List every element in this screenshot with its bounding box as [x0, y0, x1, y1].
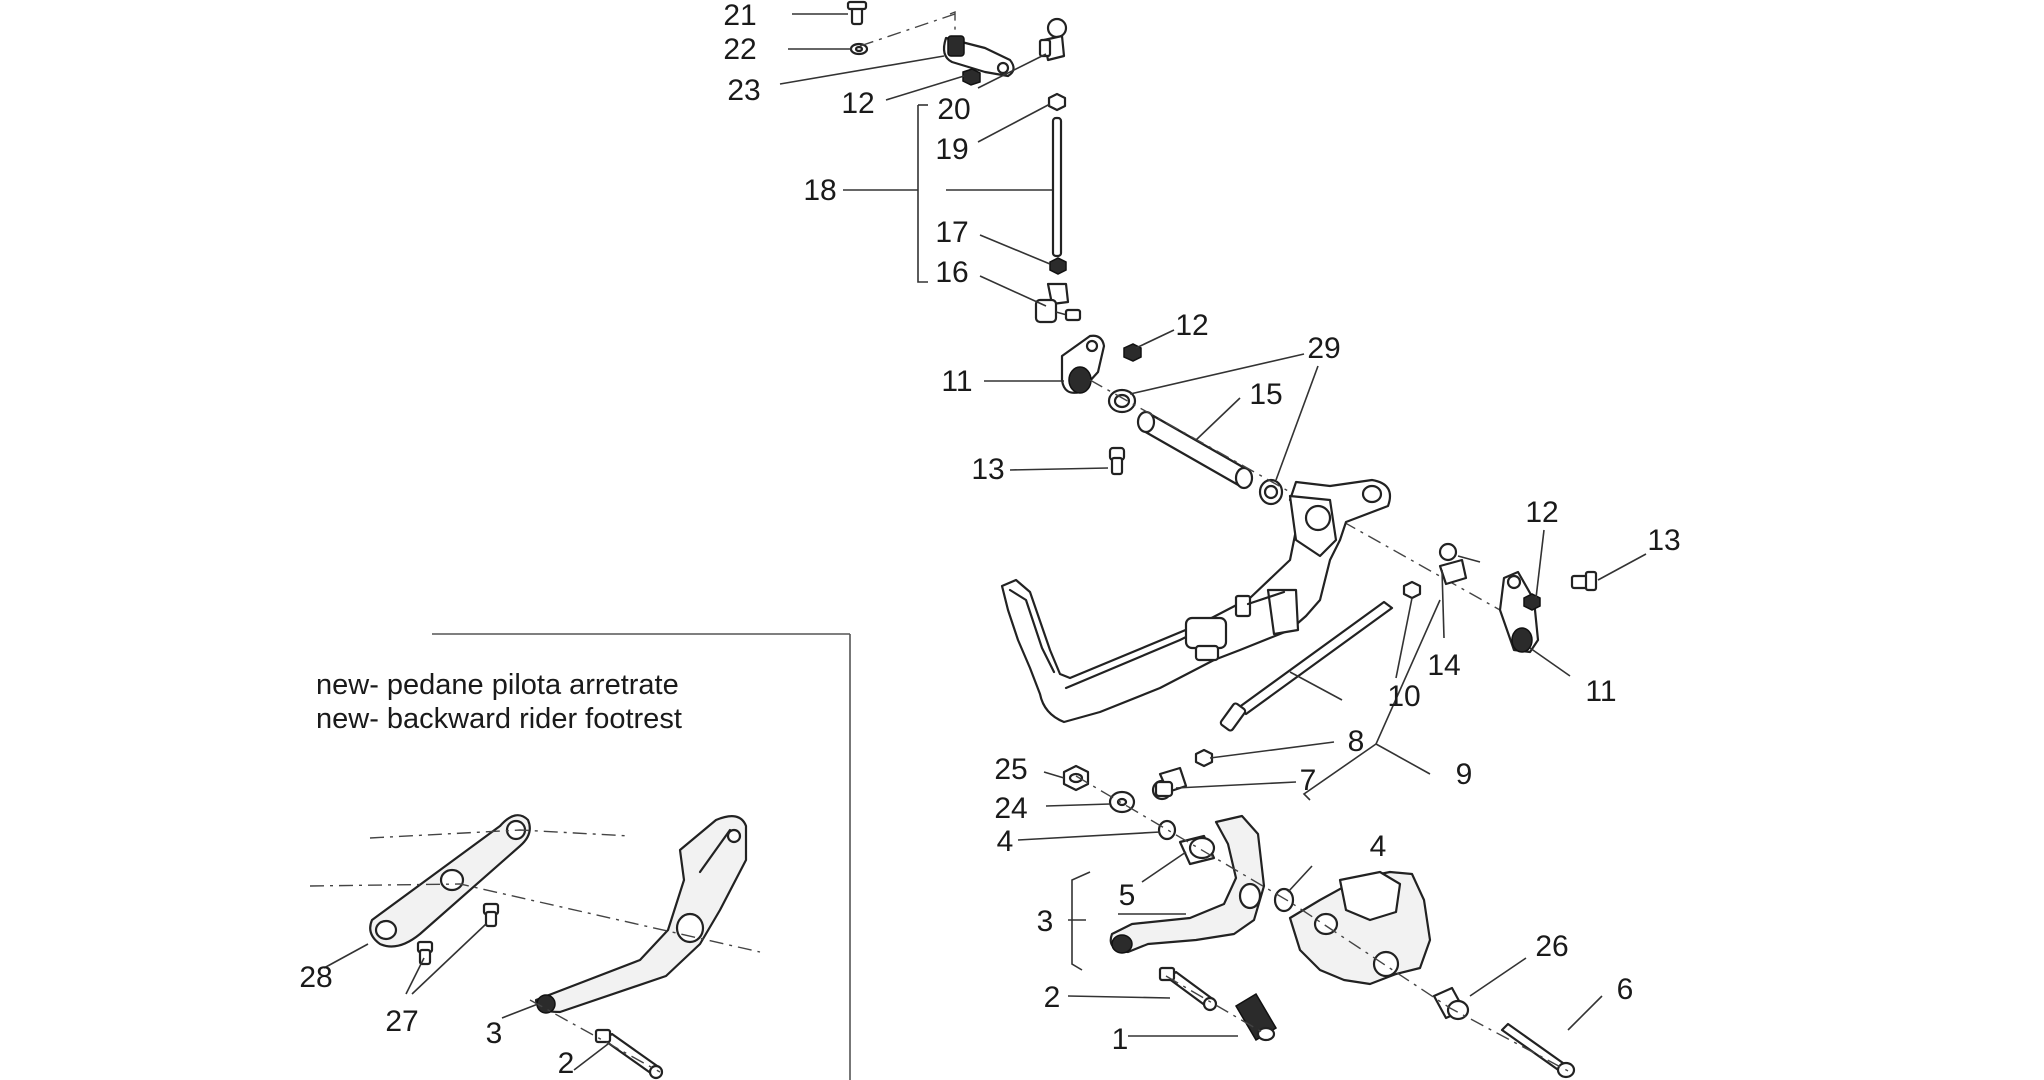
callout-12: 12	[1175, 309, 1209, 342]
callout-16: 16	[935, 256, 969, 289]
callout-7: 7	[1299, 764, 1317, 797]
callout-19: 19	[935, 133, 969, 166]
callout-2: 2	[557, 1047, 575, 1080]
callout-13: 13	[971, 453, 1005, 486]
callout-18: 18	[803, 174, 837, 207]
shift-shaft-assembly	[1060, 334, 1501, 611]
leader-lines	[323, 13, 1647, 1071]
callout-11: 11	[941, 365, 973, 398]
callout-13: 13	[1647, 524, 1681, 557]
right-side-parts	[1151, 542, 1598, 801]
callout-2: 2	[1043, 981, 1061, 1014]
callout-4: 4	[996, 825, 1014, 858]
callout-14: 14	[1427, 649, 1461, 682]
callout-1: 1	[1111, 1023, 1129, 1056]
callout-25: 25	[994, 753, 1028, 786]
callout-22: 22	[723, 33, 757, 66]
callout-9: 9	[1455, 758, 1473, 791]
inset-caption: new- pedane pilota arretrate new- backwa…	[316, 668, 682, 736]
callout-26: 26	[1535, 930, 1569, 963]
inset-backward-footrest	[309, 814, 761, 1080]
callout-29: 29	[1307, 332, 1341, 365]
callout-12: 12	[841, 87, 875, 120]
callout-24: 24	[994, 792, 1028, 825]
callout-27: 27	[385, 1005, 419, 1038]
caption-line-english: new- backward rider footrest	[316, 703, 682, 735]
shift-pedal-assembly	[1062, 764, 1576, 1079]
callout-21: 21	[723, 0, 757, 32]
callout-11: 11	[1585, 675, 1617, 708]
callout-3: 3	[1036, 905, 1054, 938]
callout-10: 10	[1387, 680, 1421, 713]
callout-15: 15	[1249, 378, 1283, 411]
callout-12: 12	[1525, 496, 1559, 529]
callout-5: 5	[1118, 879, 1136, 912]
callout-8: 8	[1347, 725, 1365, 758]
callout-3: 3	[485, 1017, 503, 1050]
footrest-bracket	[1000, 478, 1392, 724]
callout-20: 20	[937, 93, 971, 126]
callout-4: 4	[1369, 830, 1387, 863]
callout-28: 28	[299, 961, 333, 994]
callout-23: 23	[727, 74, 761, 107]
callout-6: 6	[1616, 973, 1634, 1006]
caption-line-italian: new- pedane pilota arretrate	[316, 669, 679, 701]
upper-rod-assembly	[846, 0, 1082, 324]
inset-frame	[432, 633, 851, 1080]
callout-17: 17	[935, 216, 969, 249]
